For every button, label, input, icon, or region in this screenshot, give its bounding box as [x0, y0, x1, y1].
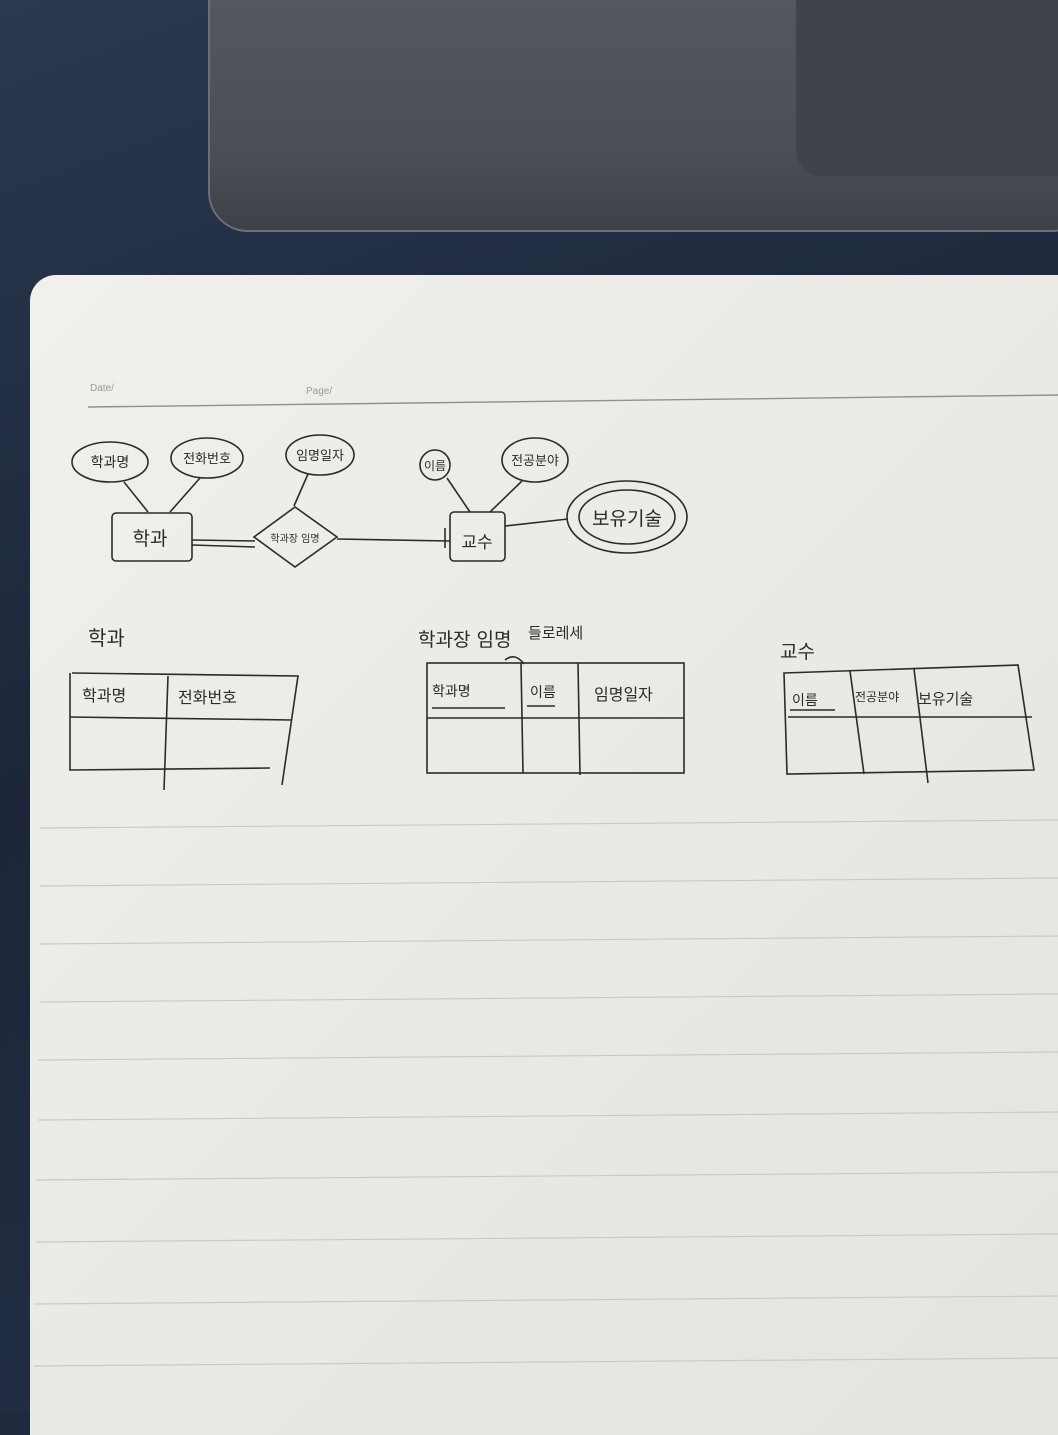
date-label: Date/: [90, 383, 114, 394]
table-appointment-col-1: 학과명: [432, 684, 471, 700]
table-appointment: 학과장 임명 들로레세 학과명 이름 임명일자: [418, 624, 685, 776]
attr-ellipse-skill-outer: [566, 480, 688, 554]
label-skill: 보유기술: [592, 508, 662, 530]
label-relationship: 학과장 임명: [270, 532, 319, 545]
label-phone: 전화번호: [183, 452, 231, 467]
table-professor-col-3: 보유기술: [918, 690, 973, 708]
table-appointment-note: 들로레세: [528, 624, 583, 642]
attr-ellipse-major: [501, 437, 569, 483]
table-department-col-1: 학과명: [82, 686, 126, 705]
page-header: Date/ Page/: [87, 383, 1058, 408]
table-department-col-2: 전화번호: [178, 688, 237, 707]
table-appointment-col-3: 임명일자: [594, 685, 653, 704]
table-department-title: 학과: [88, 626, 125, 650]
label-entity-department: 학과: [133, 528, 168, 550]
label-major: 전공분야: [511, 454, 559, 469]
entity-department-box: [111, 512, 193, 562]
table-appointment-col-2: 이름: [530, 685, 556, 701]
attr-ellipse-skill-inner: [578, 489, 676, 545]
table-professor-col-2: 전공분야: [855, 690, 899, 704]
notebook-page: [30, 275, 1058, 1435]
entity-professor-box: [449, 511, 506, 562]
table-professor: 교수 이름 전공분야 보유기술: [780, 641, 1035, 784]
er-labels: 학과명 전화번호 임명일자 이름 전공분야 보유기술 학과 교수 학과장 임명: [91, 449, 662, 553]
table-professor-col-1: 이름: [792, 693, 818, 709]
attr-ellipse-appoint-date: [285, 434, 355, 476]
label-entity-professor: 교수: [461, 533, 492, 553]
table-appointment-title: 학과장 임명: [418, 629, 511, 651]
page-label: Page/: [306, 386, 332, 397]
tablet-trackpad: [796, 0, 1058, 176]
er-diagram: [71, 434, 688, 568]
table-professor-title: 교수: [780, 641, 815, 663]
table-department: 학과 학과명 전화번호: [69, 626, 299, 791]
label-appoint-date: 임명일자: [296, 449, 344, 464]
attr-ellipse-name: [419, 449, 451, 481]
label-dept-name: 학과명: [91, 455, 130, 471]
ruled-lines: [33, 819, 1058, 1367]
attr-ellipse-dept-name: [71, 441, 149, 483]
attr-ellipse-phone: [170, 437, 244, 479]
relationship-diamond: [252, 506, 339, 568]
label-name: 이름: [424, 459, 446, 473]
